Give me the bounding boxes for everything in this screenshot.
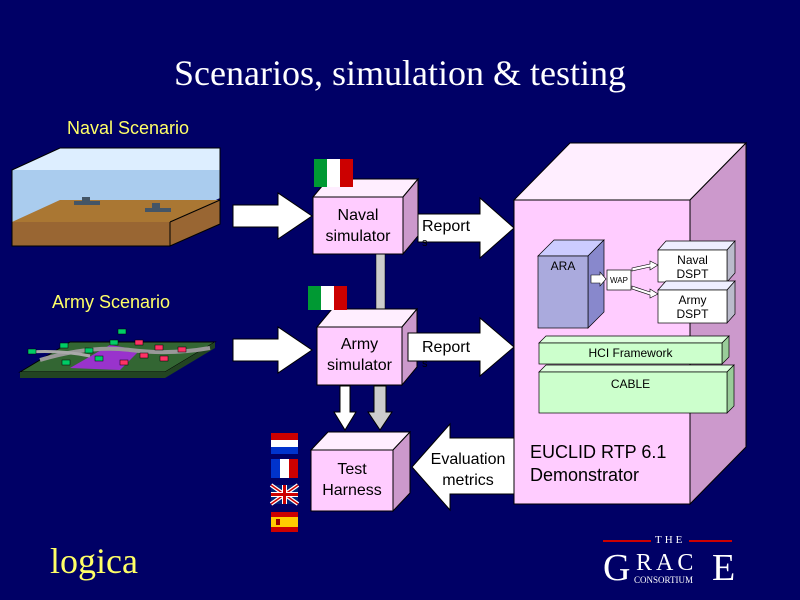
naval-scenario-label: Naval Scenario xyxy=(67,118,190,138)
army-input-arrow xyxy=(232,326,313,374)
naval-scenario-image xyxy=(11,147,221,247)
evaluation-arrow xyxy=(411,422,515,512)
army-dspt-box xyxy=(657,280,736,324)
army-simulator-box xyxy=(315,307,419,387)
grace-e-letter: E xyxy=(712,547,736,589)
france-flag xyxy=(271,459,298,478)
grace-race-letters: RAC xyxy=(636,550,698,576)
army-scenario-label: Army Scenario xyxy=(52,292,171,312)
slide-title: Scenarios, simulation & testing xyxy=(174,53,626,93)
grace-g-letter: G xyxy=(603,547,631,589)
wap-label: WAP xyxy=(610,276,628,285)
grace-consortium-text: CONSORTIUM xyxy=(634,575,693,585)
ara-label: ARA xyxy=(550,259,576,273)
sim-connector xyxy=(375,252,386,310)
naval-dspt-box xyxy=(657,240,736,283)
grace-the-text: THE xyxy=(655,534,686,546)
down-arrow-right xyxy=(367,385,393,431)
army-scenario-image xyxy=(18,328,217,378)
italy-flag-bottom xyxy=(308,286,347,310)
spain-flag xyxy=(271,512,298,532)
naval-input-arrow xyxy=(232,192,313,240)
hci-framework-label: HCI Framework xyxy=(588,346,673,360)
test-harness-box xyxy=(309,430,412,513)
hci-framework-bar xyxy=(538,335,730,365)
down-arrow-left xyxy=(333,385,357,431)
naval-simulator-box xyxy=(311,177,420,256)
italy-flag-top xyxy=(314,159,353,187)
cable-label: CABLE xyxy=(610,377,651,391)
wap-box xyxy=(606,269,632,291)
ara-box xyxy=(537,239,605,329)
cable-bar xyxy=(538,364,735,414)
netherlands-flag xyxy=(271,433,298,454)
report-arrow-top xyxy=(417,196,515,260)
report-arrow-bottom xyxy=(407,316,515,378)
logica-logo: logica xyxy=(50,541,138,581)
uk-flag xyxy=(269,483,300,506)
